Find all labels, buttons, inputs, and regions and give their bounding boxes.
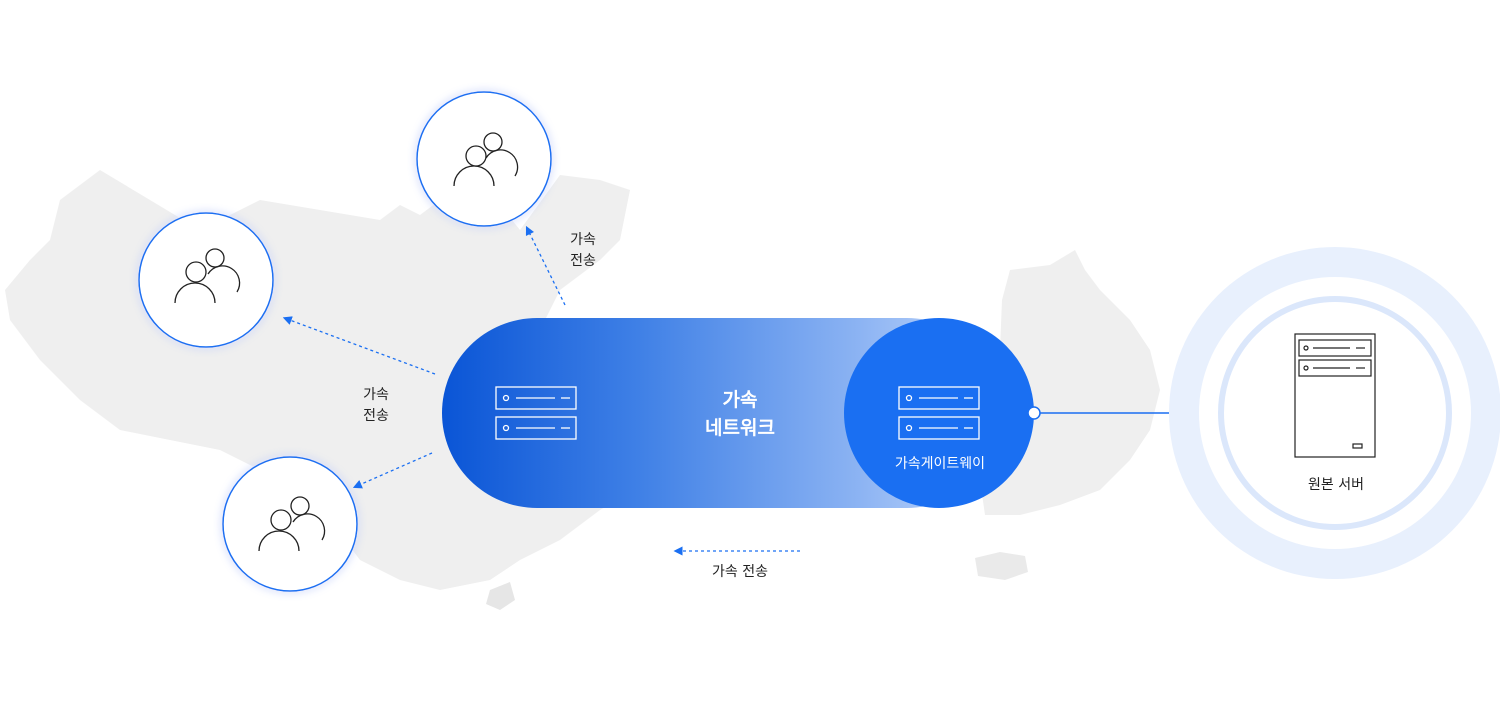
user-group-icon [258, 496, 326, 552]
edge-server-icon [495, 386, 577, 440]
gateway-circle [844, 318, 1034, 508]
origin-inner-circle [1218, 296, 1452, 530]
transfer-top-line2: 전송 [570, 253, 596, 269]
transfer-left-line2: 전송 [363, 408, 389, 424]
origin-server-icon [1294, 333, 1376, 458]
user-node-top [416, 91, 552, 227]
origin-server-label: 원본 서버 [1308, 477, 1364, 493]
user-node-bottom [222, 456, 358, 592]
transfer-top-line1: 가속 [570, 232, 596, 248]
user-group-icon [453, 132, 519, 187]
gateway-label: 가속게이트웨이 [894, 456, 986, 472]
user-group-icon [174, 248, 241, 304]
gateway-server-icon [898, 386, 980, 440]
transfer-label-top: 가속 전송 [553, 230, 613, 272]
transfer-label-left: 가속 전송 [346, 385, 406, 427]
arrow-to-user-left [282, 316, 436, 375]
arrow-to-user-bottom [352, 452, 433, 489]
arrow-to-user-top [525, 225, 566, 306]
network-title: 가속 네트워크 [680, 386, 800, 442]
user-node-left [138, 212, 274, 348]
network-title-line2: 네트워크 [705, 417, 775, 439]
transfer-left-line1: 가속 [363, 387, 389, 403]
map-island [975, 552, 1028, 580]
transfer-label-bottom: 가속 전송 [712, 564, 768, 580]
map-hainan [486, 582, 515, 610]
gateway-connector-dot [1027, 406, 1041, 420]
network-title-line1: 가속 [722, 389, 758, 411]
